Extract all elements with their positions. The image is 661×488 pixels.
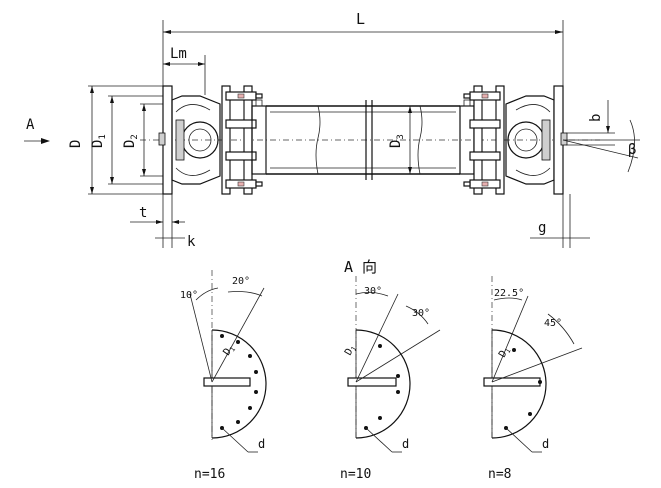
view-n10-label: n=10 bbox=[340, 467, 371, 482]
view-n10-d-label: d bbox=[402, 437, 409, 451]
right-flange-bolts bbox=[463, 91, 501, 189]
dimension-D-label: D bbox=[68, 140, 84, 148]
view-n8-label: n=8 bbox=[488, 467, 511, 482]
view-title: A 向 bbox=[344, 258, 377, 276]
view-n16-angle-b: 20° bbox=[232, 276, 250, 287]
view-n8-D1-label: D1 bbox=[497, 345, 513, 360]
view-n10-angle-b: 30° bbox=[412, 308, 430, 319]
view-n8-bolt-holes bbox=[504, 348, 542, 430]
view-n16-d-label: d bbox=[258, 437, 265, 451]
view-n16-angle-a: 10° bbox=[180, 290, 198, 301]
view-n10: 30° 30° D1 d n=10 bbox=[340, 276, 441, 482]
shaft-assembly: L Lm A D D1 D2 bbox=[24, 10, 640, 250]
dimension-D3-label: D3 bbox=[388, 134, 406, 148]
dimension-k-label: k bbox=[187, 234, 196, 250]
view-n16-D1-label: D1 bbox=[221, 343, 237, 358]
view-n10-bolt-holes bbox=[364, 344, 400, 430]
dimension-b-label: b bbox=[588, 114, 604, 122]
dimension-D1-label: D1 bbox=[90, 134, 108, 148]
dimension-g-label: g bbox=[538, 220, 546, 236]
view-n8-angle-b: 45° bbox=[544, 318, 562, 329]
view-n8-d-label: d bbox=[542, 437, 549, 451]
view-direction-label: A bbox=[26, 117, 35, 133]
view-n16-label: n=16 bbox=[194, 467, 225, 482]
view-n10-D1-label: D1 bbox=[343, 343, 359, 358]
dimension-L-label: L bbox=[356, 10, 365, 28]
dimension-Lm-label: Lm bbox=[170, 46, 187, 62]
view-n8-angle-a: 22.5° bbox=[494, 288, 524, 299]
view-n8: 22.5° 45° D1 d n=8 bbox=[483, 276, 583, 482]
view-n16: 10° 20° D1 d n=16 bbox=[180, 270, 267, 482]
dimension-D2-label: D2 bbox=[122, 134, 140, 148]
angle-beta-label: β bbox=[628, 142, 636, 158]
view-n10-angle-a: 30° bbox=[364, 286, 382, 297]
dimension-t-label: t bbox=[139, 205, 147, 221]
left-flange-bolts bbox=[225, 91, 263, 189]
